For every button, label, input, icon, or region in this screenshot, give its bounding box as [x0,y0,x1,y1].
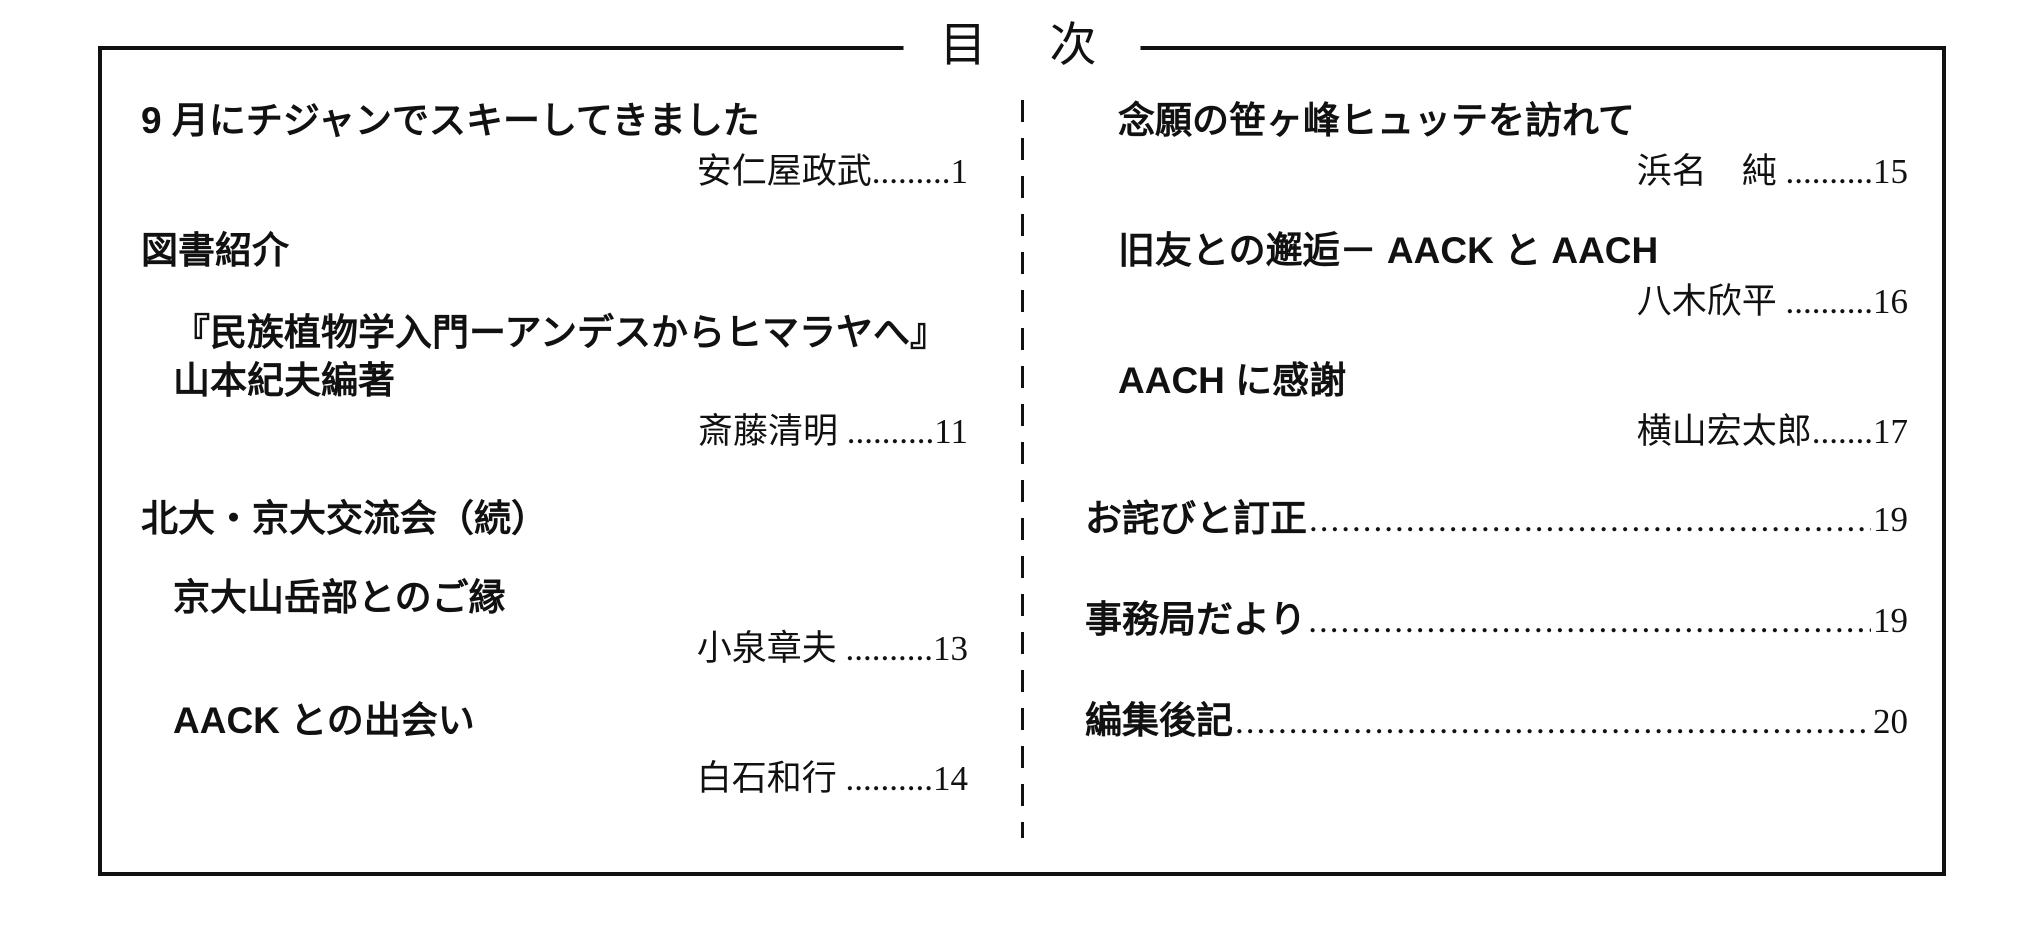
toc-leader-entry: 事務局だより .................................… [1085,597,1908,647]
toc-entry-authorline: 小泉章夫 ..........13 [696,629,968,668]
toc-entry-title-line2: 山本紀夫編著 [173,360,395,401]
toc-entry-title: 9 月にチジャンでスキーしてきました [141,100,760,141]
toc-entry-title: お詫びと訂正 [1085,498,1307,539]
page-number: 19 [1873,500,1908,539]
toc-box: 目 次 9 月にチジャンでスキーしてきました 安仁屋政武.........1 図… [98,16,1946,876]
toc-leader-entry: 編集後記 ...................................… [1085,698,1908,748]
page-number: 20 [1873,702,1908,741]
toc-entry-title-line1: 『民族植物学入門ーアンデスからヒマラヤへ』 [173,312,948,353]
toc-entry-authorline: 斎藤清明 ..........11 [698,412,968,451]
toc-entry-authorline: 浜名 純 ..........15 [1636,152,1908,191]
toc-entry-authorline: 白石和行 ..........14 [696,759,968,798]
toc-section-title: 北大・京大交流会（続） [141,498,548,539]
toc-entry-authorline: 横山宏太郎.......17 [1636,412,1908,451]
toc-entry-authorline: 安仁屋政武.........1 [696,152,968,191]
toc-entry-title: AACH に感謝 [1118,360,1347,401]
toc-section-title: 図書紹介 [141,230,289,271]
toc-entry-title: AACK との出会い [173,700,475,741]
column-divider [1021,100,1024,838]
page-number: 19 [1873,601,1908,640]
toc-entry-title: 念願の笹ヶ峰ヒュッテを訪れて [1118,100,1635,141]
dot-leader: ........................................… [1235,702,1871,741]
toc-entry-authorline: 八木欣平 ..........16 [1636,282,1908,321]
page-title: 目 次 [903,16,1141,76]
toc-leader-entry: お詫びと訂正 .................................… [1085,496,1908,546]
toc-entry-title: 旧友との邂逅－ AACK と AACH [1118,230,1659,271]
dot-leader: ........................................… [1308,601,1871,640]
toc-entry-title: 編集後記 [1085,700,1233,741]
toc-entry-title: 京大山岳部とのご縁 [173,577,506,618]
dot-leader: ........................................… [1309,500,1871,539]
toc-entry-title: 事務局だより [1085,599,1307,640]
